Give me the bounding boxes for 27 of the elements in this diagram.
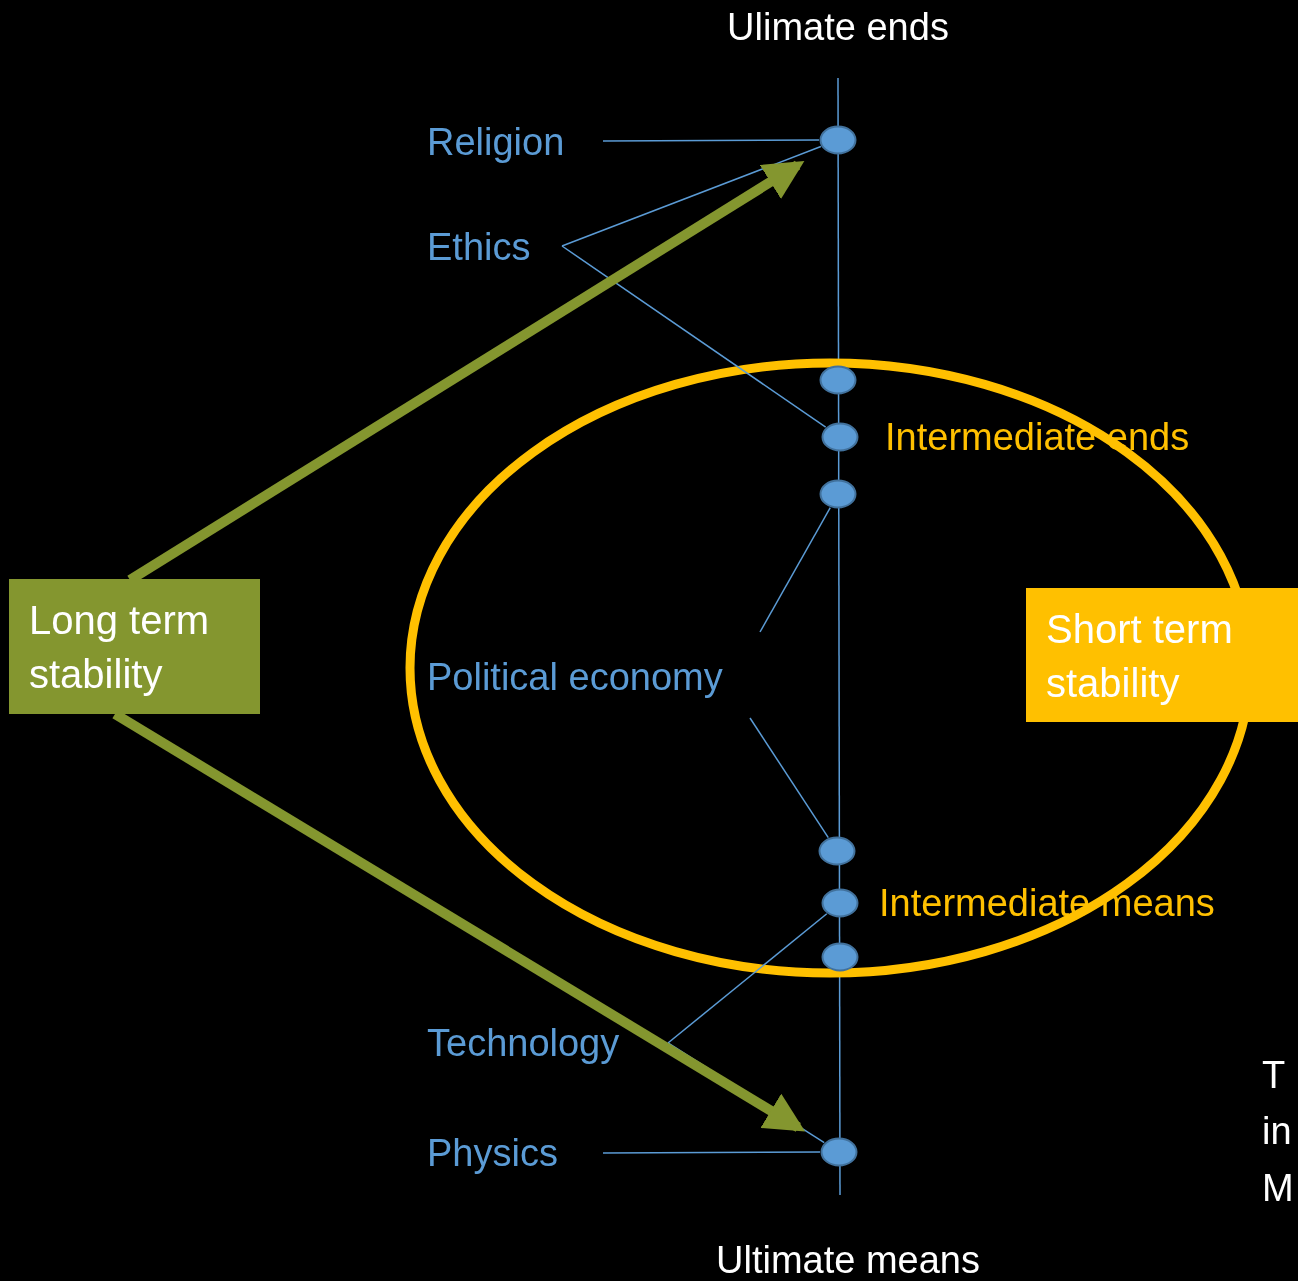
node-dot: [821, 942, 859, 972]
leader-line: [602, 1151, 821, 1154]
stability-box: Long term stability: [9, 579, 260, 714]
node-dot: [821, 422, 859, 452]
leader-line: [561, 245, 827, 428]
note-text: T: [1262, 1053, 1286, 1098]
note-text: M: [1262, 1166, 1294, 1211]
topic-label: Political economy: [427, 654, 723, 700]
note-text: in: [1262, 1109, 1292, 1154]
leader-line: [667, 913, 828, 1044]
topic-label: Religion: [427, 119, 565, 165]
leader-line: [749, 717, 830, 839]
node-dot: [819, 125, 857, 155]
node-dot: [821, 888, 859, 918]
stability-box: Short term stability: [1026, 588, 1298, 722]
leader-line: [759, 506, 831, 633]
node-dot: [819, 365, 857, 395]
axis-end-label: Ulimate ends: [727, 5, 949, 50]
node-dot: [819, 479, 857, 509]
leader-line: [561, 145, 822, 247]
node-dot: [820, 1137, 858, 1167]
topic-label: Technology: [427, 1020, 620, 1066]
topic-label: Physics: [427, 1130, 558, 1176]
topic-label: Ethics: [427, 224, 531, 270]
node-dot: [818, 836, 856, 866]
axis-end-label: Ultimate means: [716, 1238, 980, 1281]
leader-line: [602, 139, 820, 142]
